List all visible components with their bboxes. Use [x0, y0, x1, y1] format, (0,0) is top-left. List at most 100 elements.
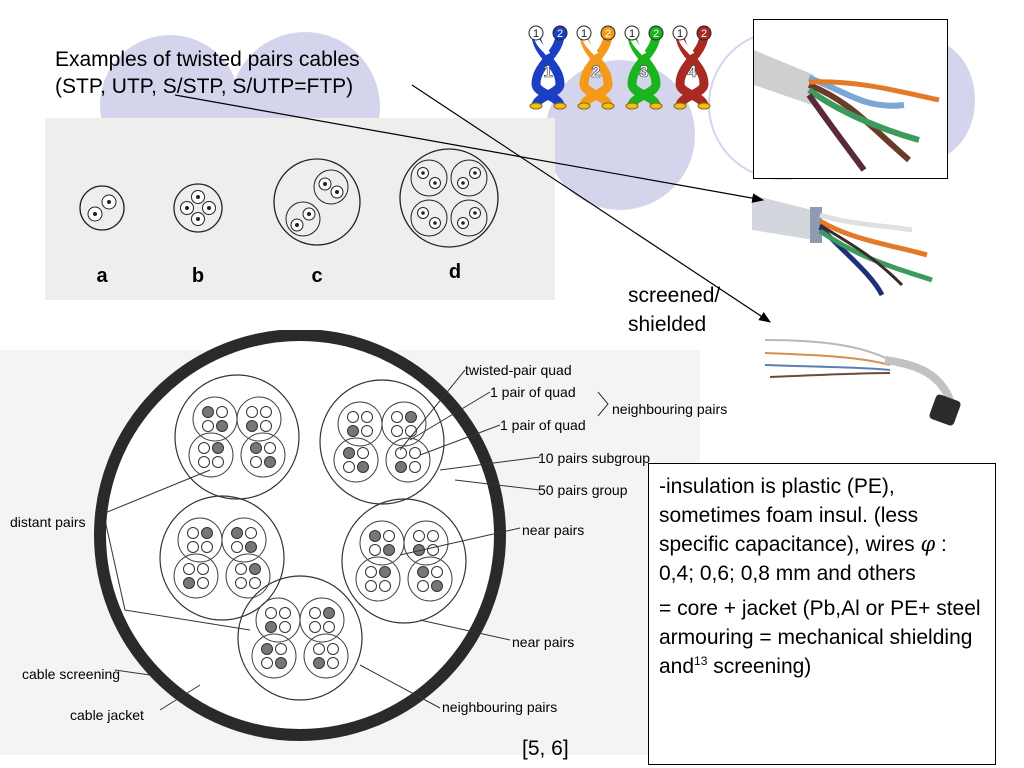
pairs-subgroup-10 — [303, 633, 349, 679]
pair-badge-number: 4 — [687, 62, 697, 81]
wire — [365, 580, 377, 592]
wire — [409, 447, 421, 459]
wire — [395, 447, 407, 459]
wire — [231, 527, 243, 539]
label-b: b — [192, 265, 204, 287]
cable-cross-section — [0, 330, 700, 755]
decor-circle — [545, 60, 695, 210]
pairs-subgroup-10 — [225, 553, 271, 599]
info-text-2a: = core + jacket (Pb,Al or PE+ steel armo… — [659, 597, 981, 678]
wire — [279, 607, 291, 619]
wire — [309, 607, 321, 619]
wire — [323, 621, 335, 633]
cross-sections-scan — [45, 118, 555, 300]
cable-photo-ftp — [752, 195, 933, 297]
wire — [369, 530, 381, 542]
label-cable-screening: cable screening — [22, 666, 121, 682]
wire — [250, 456, 262, 468]
pairs-subgroup-10 — [403, 520, 449, 566]
wire — [261, 643, 273, 655]
pairs-subgroup-10 — [355, 556, 401, 602]
wire — [187, 541, 199, 553]
wire — [245, 541, 257, 553]
wire — [216, 420, 228, 432]
pair-badge-wire-label: 2 — [701, 28, 707, 40]
pairs-subgroup-10 — [381, 401, 427, 447]
pair-badge-4: 1 2 4 — [672, 25, 712, 110]
label-distant-pairs: distant pairs — [10, 514, 86, 530]
pairs-subgroup-10 — [221, 517, 267, 563]
label-pair-of-quad-2: 1 pair of quad — [500, 417, 586, 433]
pairs-subgroup-10 — [188, 432, 234, 478]
wire — [246, 420, 258, 432]
pair-badge-wire-label: 1 — [629, 28, 635, 40]
wire — [409, 461, 421, 473]
wire — [357, 461, 369, 473]
pair-badge-wire-label: 1 — [677, 28, 683, 40]
phi-symbol: φ — [920, 532, 936, 556]
wire — [246, 406, 258, 418]
wire — [327, 657, 339, 669]
wire — [361, 411, 373, 423]
screened-shielded-label: screened/ shielded — [628, 281, 720, 339]
pair-badge-number: 2 — [591, 62, 600, 81]
wire — [361, 425, 373, 437]
wire — [249, 577, 261, 589]
label-c: c — [311, 265, 322, 287]
wire — [369, 544, 381, 556]
wire — [201, 541, 213, 553]
wire — [183, 563, 195, 575]
slide-title: Examples of twisted pairs cables (STP, U… — [55, 46, 360, 100]
pairs-subgroup-10 — [251, 633, 297, 679]
pairs-group-50 — [159, 495, 285, 621]
pair-badge-number: 3 — [639, 62, 648, 81]
wire — [357, 447, 369, 459]
title-line-2: (STP, UTP, S/STP, S/UTP=FTP) — [55, 75, 354, 98]
cable-photo-utp — [753, 19, 948, 179]
wire — [365, 566, 377, 578]
wire — [427, 530, 439, 542]
info-text-1a: -insulation is plastic (PE), sometimes f… — [659, 475, 919, 556]
label-a: a — [96, 265, 108, 287]
wire — [391, 411, 403, 423]
wire — [264, 442, 276, 454]
wire — [417, 580, 429, 592]
wire — [379, 566, 391, 578]
wire — [187, 527, 199, 539]
wire — [343, 461, 355, 473]
wire — [261, 657, 273, 669]
pair-badge-3: 1 2 3 — [624, 25, 664, 110]
pairs-subgroup-10 — [299, 597, 345, 643]
wire — [323, 607, 335, 619]
pairs-subgroup-10 — [236, 396, 282, 442]
pairs-subgroup-10 — [240, 432, 286, 478]
utp-cable-image — [754, 50, 940, 172]
label-50-pairs-group: 50 pairs group — [538, 482, 628, 498]
pair-badge-number: 1 — [543, 62, 552, 81]
wire — [275, 643, 287, 655]
cable-photo-shielded — [764, 339, 961, 426]
wire — [417, 566, 429, 578]
screened-line-2: shielded — [628, 313, 707, 336]
wire — [201, 527, 213, 539]
wire — [202, 420, 214, 432]
info-text-2b: screening) — [713, 655, 812, 678]
wire — [383, 544, 395, 556]
wire — [265, 621, 277, 633]
wire — [265, 607, 277, 619]
pairs-group-50 — [237, 575, 363, 701]
info-paragraph-2: = core + jacket (Pb,Al or PE+ steel armo… — [659, 594, 987, 681]
wire — [197, 563, 209, 575]
pair-badge-wire-label: 1 — [533, 28, 539, 40]
reference-citation: [5, 6] — [522, 737, 569, 760]
pair-badge-wire-label: 2 — [653, 28, 659, 40]
wire — [260, 406, 272, 418]
wire — [183, 577, 195, 589]
wire — [249, 563, 261, 575]
wire — [275, 657, 287, 669]
pairs-subgroup-10 — [385, 437, 431, 483]
wire — [212, 456, 224, 468]
pairs-subgroup-10 — [173, 553, 219, 599]
wire — [235, 563, 247, 575]
pair-badge-wire-label: 1 — [581, 28, 587, 40]
